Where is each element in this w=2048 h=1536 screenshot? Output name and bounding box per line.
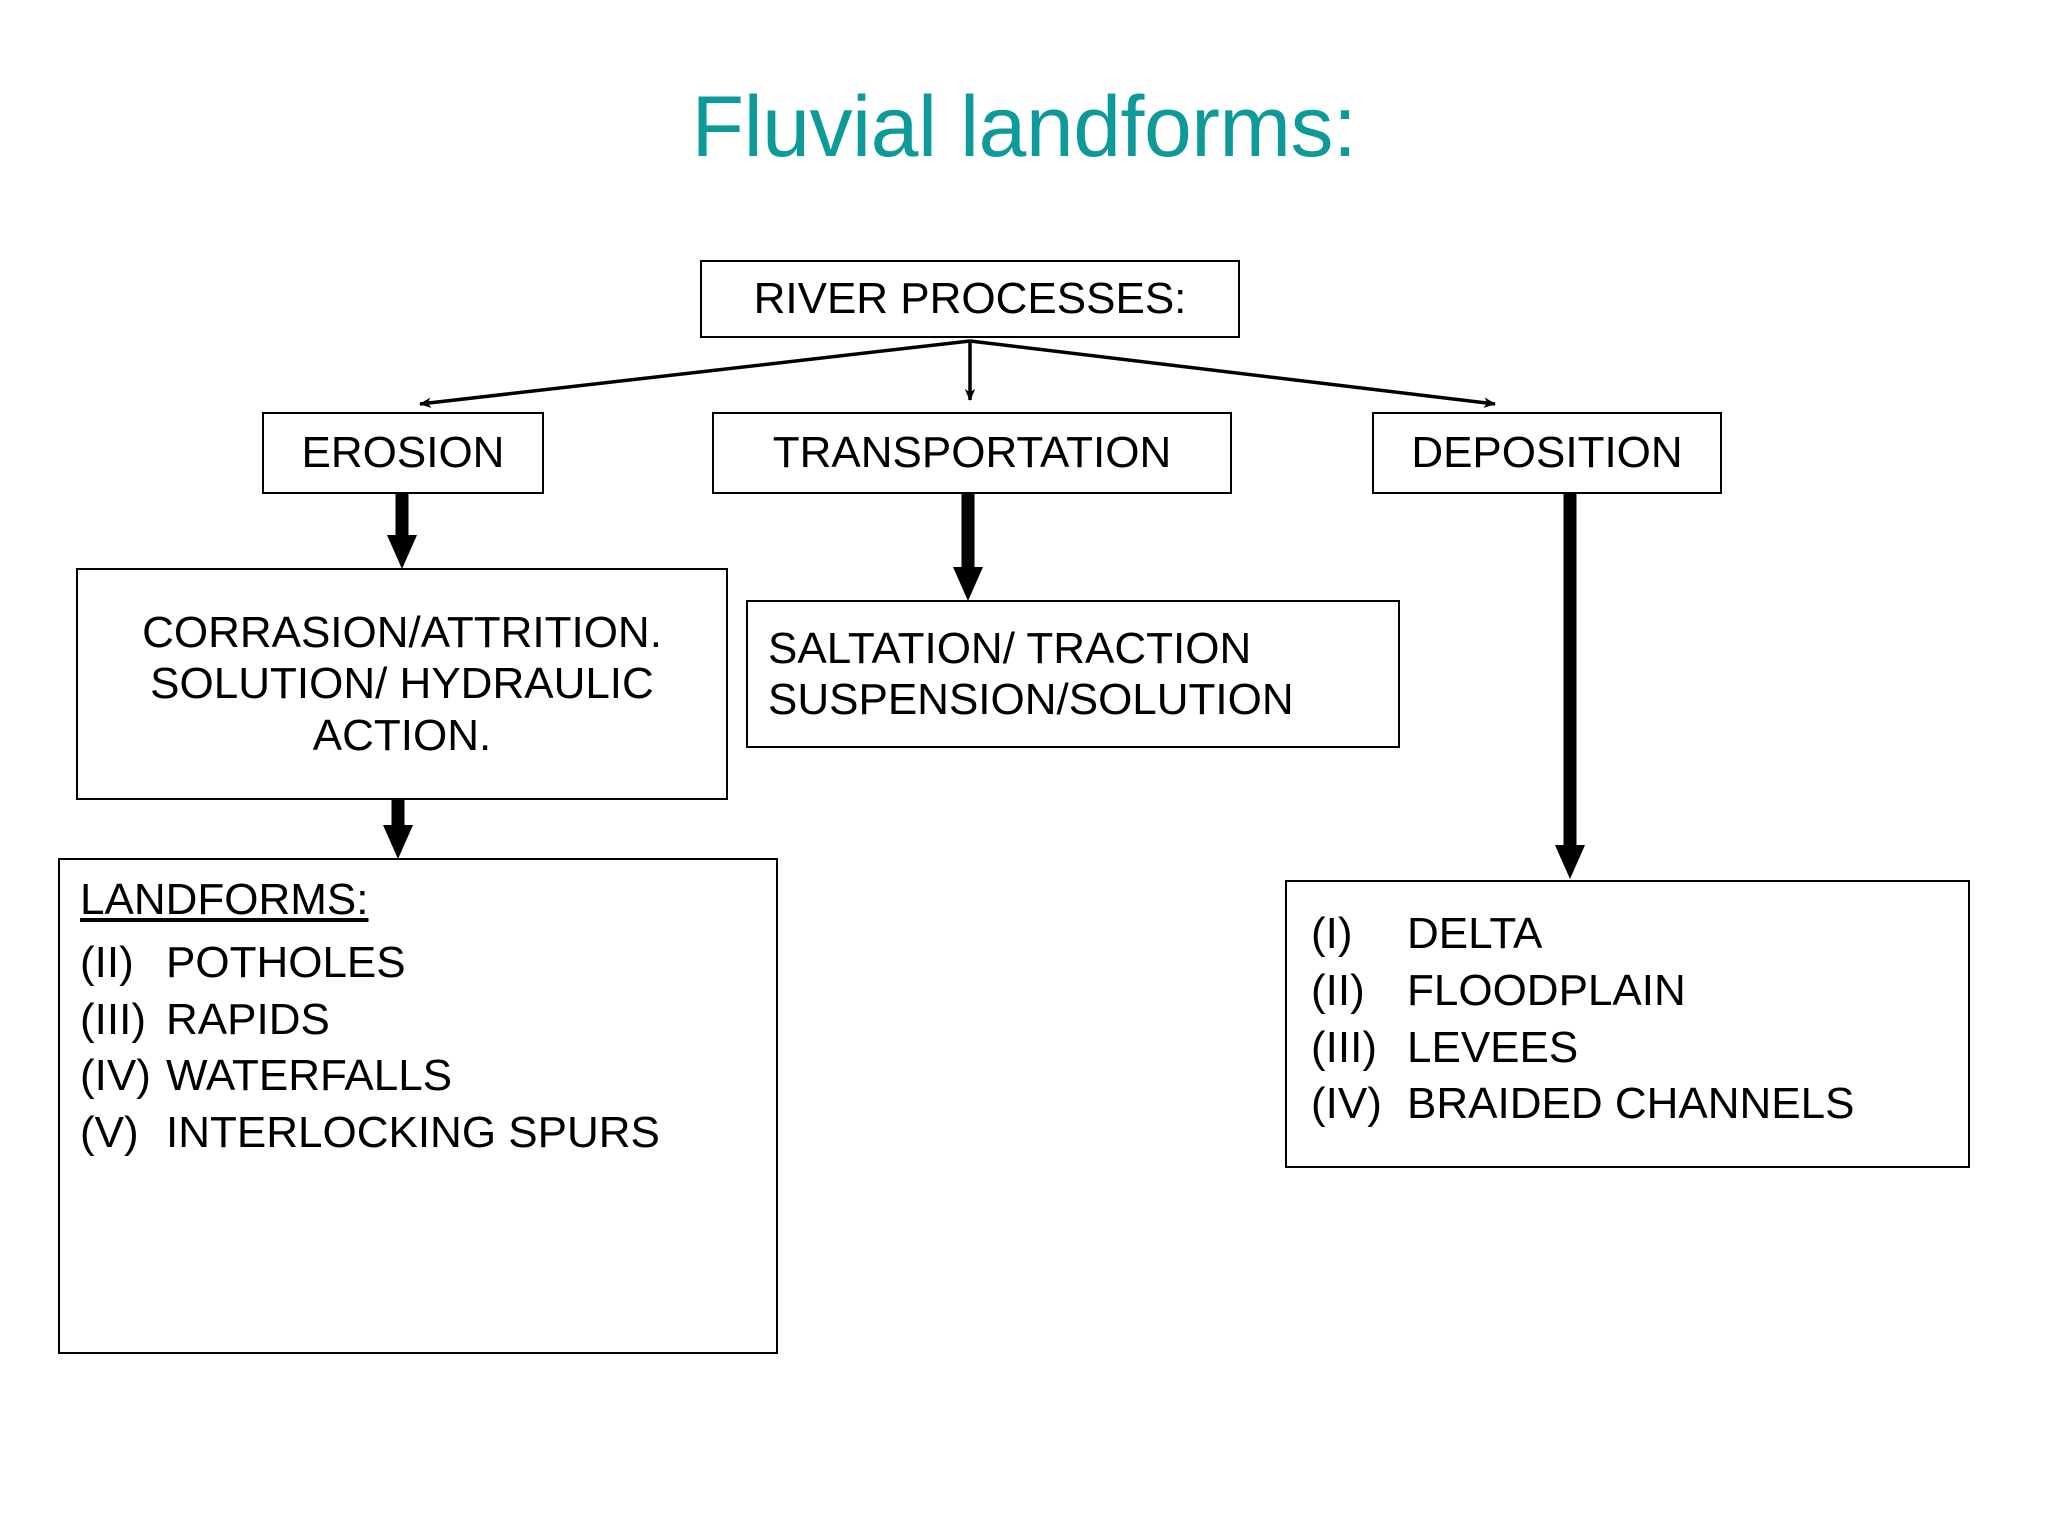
list-item-number: (III) bbox=[80, 994, 146, 1044]
page-title: Fluvial landforms: bbox=[691, 79, 1357, 175]
list-item-number: (I) bbox=[1311, 909, 1353, 958]
node-erosion[interactable]: EROSION bbox=[262, 412, 544, 494]
node-erosion-processes[interactable]: CORRASION/ATTRITION. SOLUTION/ HYDRAULIC… bbox=[76, 568, 728, 800]
list-item-label: POTHOLES bbox=[166, 937, 406, 987]
list-item-label: BRAIDED CHANNELS bbox=[1407, 1079, 1855, 1129]
list-item: (II) POTHOLES bbox=[80, 937, 776, 990]
list-item: (I) DELTA bbox=[1311, 908, 1968, 961]
erosion-process-line-3: ACTION. bbox=[312, 710, 492, 760]
list-item-label: LEVEES bbox=[1407, 1022, 1579, 1072]
node-erosion-label: EROSION bbox=[301, 428, 505, 478]
list-item-label: WATERFALLS bbox=[166, 1051, 453, 1101]
erosion-process-line-2: SOLUTION/ HYDRAULIC bbox=[150, 659, 654, 709]
list-item: (II) FLOODPLAIN bbox=[1311, 965, 1968, 1018]
node-deposition-label: DEPOSITION bbox=[1411, 428, 1683, 478]
node-transportation[interactable]: TRANSPORTATION bbox=[712, 412, 1232, 494]
connector-root-to-erosion bbox=[419, 339, 971, 408]
node-river-processes-label: RIVER PROCESSES: bbox=[753, 274, 1187, 324]
list-item: (V) INTERLOCKING SPURS bbox=[80, 1107, 776, 1160]
list-item-label: DELTA bbox=[1407, 909, 1543, 958]
node-river-processes[interactable]: RIVER PROCESSES: bbox=[700, 260, 1240, 338]
erosion-landforms-heading: LANDFORMS: bbox=[80, 875, 369, 924]
node-transportation-label: TRANSPORTATION bbox=[772, 428, 1172, 478]
transportation-process-line-1: SALTATION/ TRACTION bbox=[768, 623, 1252, 673]
list-item-number: (IV) bbox=[1311, 1079, 1382, 1129]
list-item-number: (IV) bbox=[80, 1051, 151, 1101]
list-item-number: (V) bbox=[80, 1108, 139, 1158]
list-item-number: (II) bbox=[80, 937, 134, 987]
list-item: (IV) BRAIDED CHANNELS bbox=[1311, 1078, 1968, 1131]
node-deposition[interactable]: DEPOSITION bbox=[1372, 412, 1722, 494]
list-item-label: RAPIDS bbox=[166, 994, 330, 1044]
transportation-process-line-2: SUSPENSION/SOLUTION bbox=[768, 675, 1294, 724]
list-item-label: FLOODPLAIN bbox=[1407, 965, 1686, 1015]
node-transportation-processes[interactable]: SALTATION/ TRACTION SUSPENSION/SOLUTION bbox=[746, 600, 1400, 748]
list-item: (III) RAPIDS bbox=[80, 994, 776, 1047]
erosion-process-line-1: CORRASION/ATTRITION. bbox=[142, 608, 662, 658]
list-item: (IV) WATERFALLS bbox=[80, 1050, 776, 1103]
connector-root-to-deposition bbox=[969, 339, 1496, 408]
list-item-number: (III) bbox=[1311, 1022, 1377, 1072]
list-item-label: INTERLOCKING SPURS bbox=[166, 1108, 660, 1158]
node-erosion-landforms[interactable]: LANDFORMS: (II) POTHOLES (III) RAPIDS (I… bbox=[58, 858, 778, 1354]
list-item: (III) LEVEES bbox=[1311, 1022, 1968, 1075]
list-item-number: (II) bbox=[1311, 965, 1365, 1015]
node-deposition-landforms[interactable]: (I) DELTA (II) FLOODPLAIN (III) LEVEES (… bbox=[1285, 880, 1970, 1168]
